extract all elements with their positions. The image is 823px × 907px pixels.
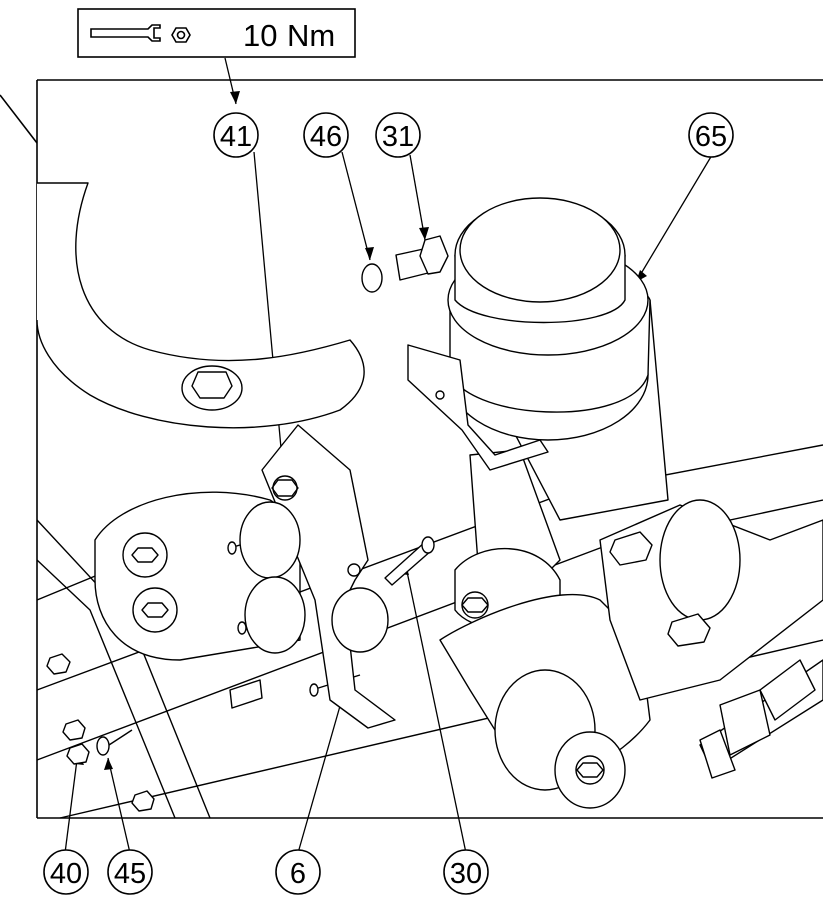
drawing-frame	[0, 79, 823, 819]
callout-41: 41	[213, 112, 259, 158]
callout-45-label: 45	[114, 858, 146, 890]
wrench-nut-icon	[90, 24, 191, 43]
callout-46: 46	[303, 112, 349, 158]
assembly-linework	[36, 182, 823, 819]
callout-41-label: 41	[220, 121, 252, 153]
callout-45: 45	[107, 849, 153, 895]
torque-unit: Nm	[287, 18, 335, 53]
callout-65-label: 65	[695, 121, 727, 153]
torque-value: 10	[243, 18, 277, 53]
callout-40-label: 40	[50, 858, 82, 890]
callout-6: 6	[275, 849, 321, 895]
callout-65: 65	[688, 112, 734, 158]
callout-6-label: 6	[290, 858, 306, 890]
callout-30: 30	[443, 849, 489, 895]
callout-46-label: 46	[310, 121, 342, 153]
torque-spec-box: 10 Nm	[77, 8, 356, 58]
callout-30-label: 30	[450, 858, 482, 890]
callout-31: 31	[375, 112, 421, 158]
callout-40: 40	[43, 849, 89, 895]
callout-31-label: 31	[382, 121, 414, 153]
